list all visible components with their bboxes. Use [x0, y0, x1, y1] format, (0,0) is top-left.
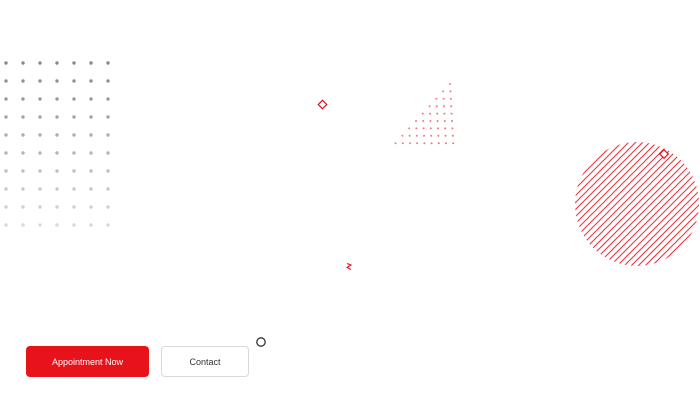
outline-diamond-icon [658, 148, 670, 160]
appointment-now-button[interactable]: Appointment Now [26, 346, 149, 377]
dot-grid-pattern [4, 61, 110, 227]
dotted-triangle-shape [394, 83, 455, 145]
zigzag-icon [345, 262, 353, 270]
striped-circle-shape [575, 142, 699, 266]
contact-button[interactable]: Contact [161, 346, 249, 377]
ring-icon [256, 337, 266, 347]
outline-diamond-icon [317, 99, 328, 110]
